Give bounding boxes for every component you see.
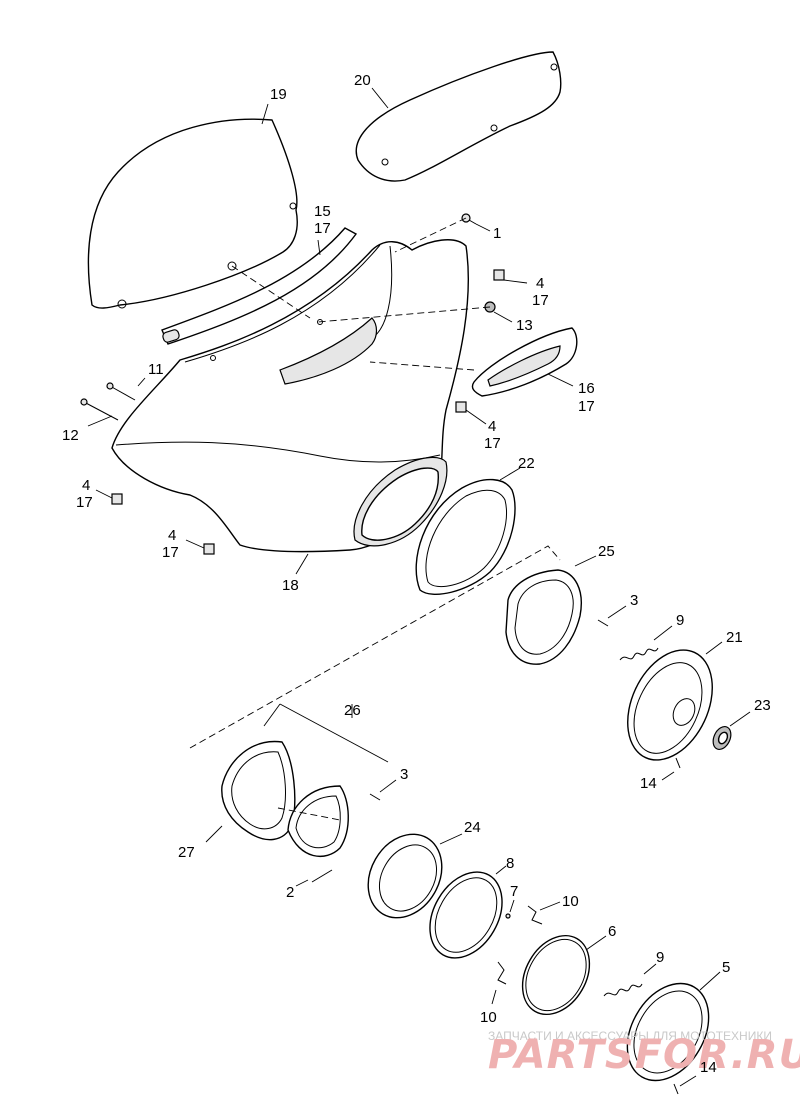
callout-20: 20 bbox=[354, 72, 371, 89]
callout-10-a: 10 bbox=[562, 893, 579, 910]
callout-26: 26 bbox=[344, 702, 361, 719]
trim-strip bbox=[161, 227, 358, 345]
grommet bbox=[712, 726, 732, 750]
screw-3b bbox=[369, 793, 381, 801]
callout-7: 7 bbox=[510, 883, 518, 900]
callout-9-b: 9 bbox=[656, 949, 664, 966]
callout-15: 15 bbox=[314, 203, 331, 220]
windshield-tall bbox=[87, 118, 298, 309]
speed-nut-d bbox=[203, 543, 215, 555]
screw-14b bbox=[673, 1083, 679, 1095]
assembly-line-bracket bbox=[189, 545, 561, 749]
outer-mounting-ring bbox=[221, 740, 296, 841]
callout-12: 12 bbox=[62, 427, 79, 444]
clip-lower bbox=[497, 961, 507, 985]
clip-upper bbox=[527, 905, 543, 925]
callout-18: 18 bbox=[282, 577, 299, 594]
assembly-line-screw13 bbox=[317, 306, 491, 323]
bolt-11 bbox=[106, 382, 136, 401]
headlight-bucket bbox=[415, 478, 516, 596]
screw-3a bbox=[597, 619, 609, 627]
callout-17-c: 17 bbox=[578, 398, 595, 415]
speed-nut-a bbox=[493, 269, 505, 281]
screw-7 bbox=[505, 913, 511, 919]
watermark-caption: ЗАПЧАСТИ И АКСЕССУАРЫ ДЛЯ МОТОТЕХНИКИ bbox=[488, 1029, 772, 1043]
callout-5: 5 bbox=[722, 959, 730, 976]
callout-10-b: 10 bbox=[480, 1009, 497, 1026]
callout-14-b: 14 bbox=[700, 1059, 717, 1076]
callout-25: 25 bbox=[598, 543, 615, 560]
spring-lower bbox=[603, 983, 643, 997]
callout-13: 13 bbox=[516, 317, 533, 334]
callout-19: 19 bbox=[270, 86, 287, 103]
callout-4-d: 4 bbox=[168, 527, 176, 544]
callout-23: 23 bbox=[754, 697, 771, 714]
outer-trim-ring bbox=[626, 982, 710, 1082]
callout-4-b: 4 bbox=[488, 418, 496, 435]
callout-4-a: 4 bbox=[536, 275, 544, 292]
callout-2: 2 bbox=[286, 884, 294, 901]
speaker-cover bbox=[627, 649, 713, 761]
callout-24: 24 bbox=[464, 819, 481, 836]
screw-14a bbox=[675, 757, 681, 769]
callout-17-e: 17 bbox=[76, 494, 93, 511]
watermark-brand: PARTSFOR.RU bbox=[488, 1032, 800, 1078]
headlamp bbox=[367, 833, 443, 919]
speed-nut-b bbox=[455, 401, 467, 413]
assembly-line-screw1 bbox=[394, 217, 467, 253]
assembly-line-windshield bbox=[231, 265, 311, 319]
windshield-short bbox=[355, 51, 562, 182]
callout-21: 21 bbox=[726, 629, 743, 646]
callout-27: 27 bbox=[178, 844, 195, 861]
callout-8: 8 bbox=[506, 855, 514, 872]
vent-trim bbox=[471, 327, 578, 397]
leader-lines bbox=[87, 87, 751, 1087]
bolt-12 bbox=[80, 398, 119, 421]
callout-9-a: 9 bbox=[676, 612, 684, 629]
callout-17-b: 17 bbox=[532, 292, 549, 309]
speed-nut-c bbox=[111, 493, 123, 505]
callout-3-b: 3 bbox=[400, 766, 408, 783]
mounting-bracket bbox=[505, 569, 582, 665]
retaining-ring bbox=[521, 934, 591, 1016]
fairing-outer bbox=[111, 239, 469, 553]
callout-6: 6 bbox=[608, 923, 616, 940]
spring-upper bbox=[619, 647, 659, 661]
callout-14-a: 14 bbox=[640, 775, 657, 792]
callout-22: 22 bbox=[518, 455, 535, 472]
callout-4-c: 4 bbox=[82, 477, 90, 494]
callout-17-a: 17 bbox=[314, 220, 331, 237]
callout-3-a: 3 bbox=[630, 592, 638, 609]
inner-mounting-ring bbox=[287, 785, 349, 857]
trim-ring bbox=[429, 871, 503, 959]
callout-17-f: 17 bbox=[162, 544, 179, 561]
callout-1: 1 bbox=[493, 225, 501, 242]
callout-16: 16 bbox=[578, 380, 595, 397]
screw-2 bbox=[311, 869, 333, 883]
callout-11: 11 bbox=[148, 361, 164, 378]
assembly-line-vent bbox=[369, 361, 475, 371]
callout-17-d: 17 bbox=[484, 435, 501, 452]
